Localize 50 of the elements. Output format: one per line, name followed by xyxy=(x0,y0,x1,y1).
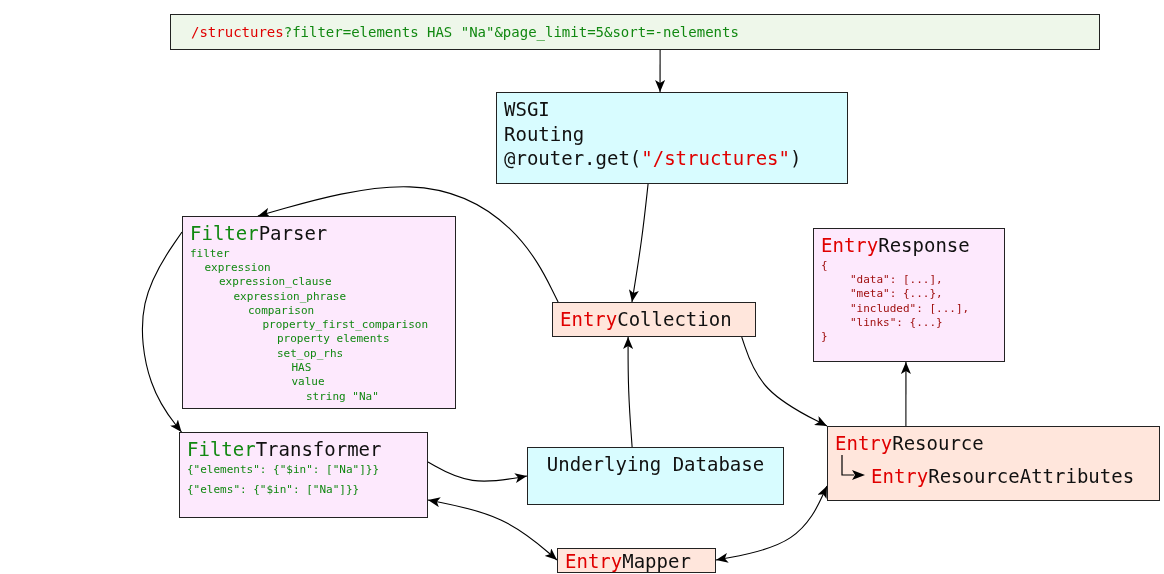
code-text: "links": {...} xyxy=(850,315,944,331)
arrow xyxy=(741,336,828,427)
label-text: EntryResource xyxy=(835,431,985,456)
arrow xyxy=(141,231,183,433)
label-text: Underlying Database xyxy=(545,452,766,477)
label-text: WSGI xyxy=(504,97,551,122)
code-text: } xyxy=(821,330,829,345)
arrow xyxy=(257,186,559,303)
class-name: FilterParser xyxy=(190,221,329,246)
class-box xyxy=(552,302,756,337)
code-text: "meta": {...}, xyxy=(850,287,944,302)
arrow xyxy=(623,336,634,448)
class-box xyxy=(557,548,716,573)
class-box xyxy=(182,216,456,409)
code-text: string "Na" xyxy=(306,389,380,404)
code-text: filter xyxy=(190,246,231,261)
code-text: expression_clause xyxy=(219,275,333,290)
code-text: "data": [...], xyxy=(850,272,944,288)
database-box xyxy=(527,447,784,505)
label-text: /structures?filter=elements HAS "Na"&page_limit=5&sort=-nelements xyxy=(191,23,740,42)
code-text: {"elems": {"$in": ["Na"]}} xyxy=(187,482,361,498)
process-box xyxy=(496,92,848,184)
code-text: { xyxy=(821,258,829,273)
arrow xyxy=(427,461,528,483)
class-box xyxy=(179,432,428,518)
code-text: property elements xyxy=(277,332,391,347)
code-text: HAS xyxy=(291,361,313,376)
code-text: {"elements": {"$in": ["Na"]}} xyxy=(187,462,381,477)
code-text: comparison xyxy=(248,303,316,319)
label-text: Routing xyxy=(504,121,586,147)
class-box xyxy=(827,426,1160,501)
class-name: FilterTransformer xyxy=(187,437,383,462)
label-text: EntryCollection xyxy=(560,307,733,332)
arrow xyxy=(427,497,558,561)
code-text: value xyxy=(291,375,326,390)
arrow xyxy=(900,361,911,427)
label-text: EntryMapper xyxy=(565,549,692,574)
code-text: set_op_rhs xyxy=(277,346,345,361)
label-text: EntryResourceAttributes xyxy=(871,463,1136,489)
arrow xyxy=(715,485,828,563)
code-text: expression xyxy=(204,260,272,276)
class-box xyxy=(813,228,1005,362)
label-text: @router.get("/structures") xyxy=(504,146,803,172)
code-text: property_first_comparison xyxy=(262,318,430,333)
url-box xyxy=(170,14,1100,50)
class-name: EntryResponse xyxy=(821,233,971,258)
arrow xyxy=(628,183,649,303)
arrow xyxy=(655,49,666,93)
code-text: "included": [...], xyxy=(850,301,971,316)
code-text: expression_phrase xyxy=(233,289,348,304)
